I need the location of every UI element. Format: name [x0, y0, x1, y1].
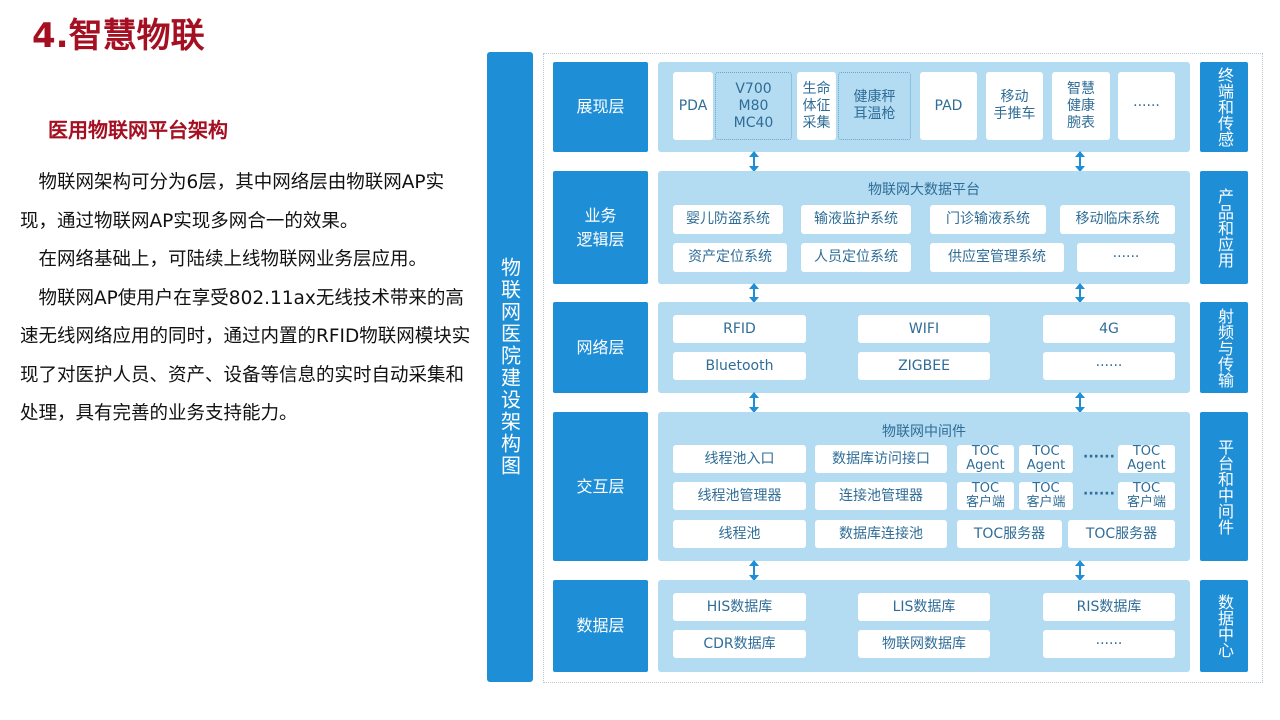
- device-box: 生命 体征 采集: [797, 72, 836, 140]
- layer-label-network: 网络层: [553, 302, 648, 393]
- middleware-box: TOC服务器: [1068, 520, 1175, 548]
- system-box: 输液监护系统: [801, 205, 911, 234]
- protocol-box: 4G: [1043, 315, 1175, 343]
- middleware-box: TOC Agent: [1118, 445, 1175, 473]
- layer-right-label-data: 数据中心: [1200, 580, 1248, 672]
- panel-title: 物联网中间件: [882, 424, 966, 440]
- middleware-box: TOC 客户端: [1118, 482, 1175, 510]
- system-box: 移动临床系统: [1060, 205, 1175, 234]
- middleware-box: 线程池入口: [673, 445, 806, 473]
- layer-label-interaction: 交互层: [553, 412, 648, 561]
- protocol-box: ······: [1043, 352, 1175, 380]
- layer-right-label-business: 产品和应用: [1200, 171, 1248, 284]
- database-box: HIS数据库: [673, 593, 806, 621]
- bidirectional-arrow-icon: [1075, 283, 1085, 303]
- diagram-frame: [543, 53, 1263, 683]
- layer-right-label-interaction: 平台和中间件: [1200, 412, 1248, 561]
- slide-title: 4.智慧物联: [32, 16, 205, 56]
- middleware-box: 线程池管理器: [673, 482, 806, 510]
- middleware-box: TOC 客户端: [957, 482, 1014, 510]
- device-box: ······: [1118, 72, 1175, 140]
- bidirectional-arrow-icon: [749, 560, 759, 581]
- middleware-box: 数据库访问接口: [815, 445, 947, 473]
- diagram-side-title: 物联网医院建设架构图: [487, 52, 533, 682]
- system-box: ······: [1077, 243, 1175, 272]
- system-box: 婴儿防盗系统: [673, 205, 783, 234]
- panel-title: 物联网大数据平台: [868, 182, 980, 198]
- database-box: LIS数据库: [858, 593, 990, 621]
- bidirectional-arrow-icon: [749, 283, 759, 303]
- middleware-box: TOC服务器: [957, 520, 1062, 548]
- middleware-box: TOC Agent: [957, 445, 1014, 473]
- paragraph: 物联网AP使用户在享受802.11ax无线技术带来的高速无线网络应用的同时，通过…: [20, 287, 471, 425]
- device-box: 健康秤 耳温枪: [838, 72, 911, 140]
- ellipsis: ······: [1083, 449, 1115, 465]
- section-subtitle: 医用物联网平台架构: [48, 118, 228, 142]
- protocol-box: WIFI: [858, 315, 990, 343]
- middleware-box: TOC 客户端: [1019, 482, 1073, 510]
- layer-right-label-presentation: 终端和传感: [1200, 62, 1248, 152]
- database-box: 物联网数据库: [858, 630, 990, 658]
- protocol-box: Bluetooth: [673, 352, 806, 380]
- device-box: PAD: [920, 72, 977, 140]
- protocol-box: RFID: [673, 315, 806, 343]
- device-box: PDA: [673, 72, 713, 140]
- database-box: CDR数据库: [673, 630, 806, 658]
- middleware-box: TOC Agent: [1019, 445, 1073, 473]
- bidirectional-arrow-icon: [749, 392, 759, 413]
- layer-label-presentation: 展现层: [553, 62, 648, 152]
- device-box: 智慧 健康 腕表: [1052, 72, 1110, 140]
- description-text: 物联网架构可分为6层，其中网络层由物联网AP实现，通过物联网AP实现多网合一的效…: [20, 164, 472, 434]
- bidirectional-arrow-icon: [1075, 151, 1085, 172]
- layer-right-label-network: 射频与传输: [1200, 302, 1248, 393]
- layer-label-business: 业务 逻辑层: [553, 171, 648, 284]
- device-box: V700 M80 MC40: [715, 72, 792, 140]
- system-box: 人员定位系统: [801, 243, 911, 272]
- protocol-box: ZIGBEE: [858, 352, 990, 380]
- paragraph: 物联网架构可分为6层，其中网络层由物联网AP实现，通过物联网AP实现多网合一的效…: [20, 172, 445, 232]
- bidirectional-arrow-icon: [749, 151, 759, 172]
- middleware-box: 连接池管理器: [815, 482, 947, 510]
- system-box: 门诊输液系统: [930, 205, 1046, 234]
- system-box: 供应室管理系统: [930, 243, 1064, 272]
- device-box: 移动 手推车: [986, 72, 1043, 140]
- ellipsis: ······: [1083, 486, 1115, 502]
- middleware-box: 数据库连接池: [815, 520, 947, 548]
- paragraph: 在网络基础上，可陆续上线物联网业务层应用。: [20, 249, 428, 270]
- database-box: ······: [1043, 630, 1175, 658]
- bidirectional-arrow-icon: [1075, 392, 1085, 413]
- bidirectional-arrow-icon: [1075, 560, 1085, 581]
- layer-label-data: 数据层: [553, 580, 648, 672]
- system-box: 资产定位系统: [673, 243, 787, 272]
- database-box: RIS数据库: [1043, 593, 1175, 621]
- middleware-box: 线程池: [673, 520, 806, 548]
